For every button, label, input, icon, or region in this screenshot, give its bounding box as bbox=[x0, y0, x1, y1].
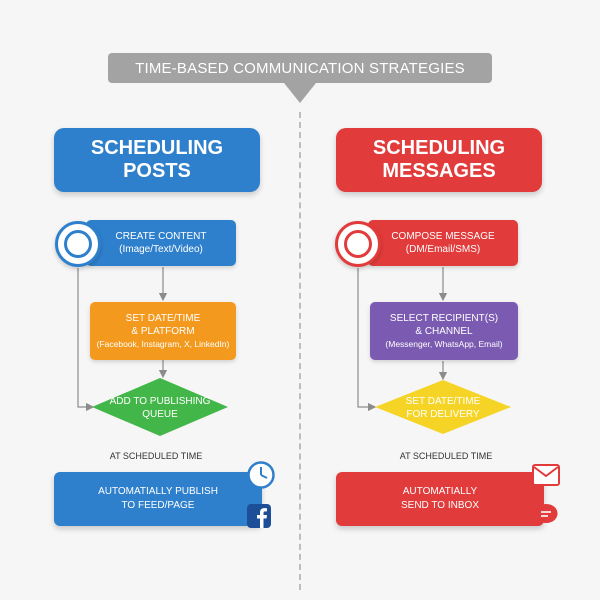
clock-icon bbox=[247, 461, 275, 489]
right-title-line-2: MESSAGES bbox=[382, 160, 496, 182]
right-step2-line-1: SELECT RECIPIENT(S) bbox=[389, 312, 499, 324]
left-column-title: SCHEDULING POSTS bbox=[54, 128, 260, 192]
facebook-icon bbox=[247, 504, 271, 528]
diagram-title: TIME-BASED COMMUNICATION STRATEGIES bbox=[135, 59, 465, 77]
right-start-ring-icon bbox=[335, 221, 381, 267]
left-final-line-2: TO FEED/PAGE bbox=[121, 500, 195, 511]
right-step1-line-2: (DM/Email/SMS) bbox=[405, 244, 481, 255]
left-title-line-1: SCHEDULING bbox=[90, 137, 224, 159]
right-title-line-1: SCHEDULING bbox=[372, 137, 506, 159]
left-final-line-1: AUTOMATIALLY PUBLISH bbox=[98, 486, 218, 497]
left-step-set-date: SET DATE/TIME & PLATFORM (Facebook, Inst… bbox=[90, 302, 236, 360]
right-step2-line-3: (Messenger, WhatsApp, Email) bbox=[385, 338, 503, 349]
right-step-compose: COMPOSE MESSAGE (DM/Email/SMS) bbox=[368, 220, 518, 266]
right-trigger-label: AT SCHEDULED TIME bbox=[399, 451, 493, 461]
right-step2-line-2: & CHANNEL bbox=[415, 325, 473, 337]
left-step2-line-1: SET DATE/TIME bbox=[125, 312, 201, 324]
left-title-line-2: POSTS bbox=[123, 160, 191, 182]
chat-bubble-icon bbox=[534, 504, 558, 526]
right-step-select-recipients: SELECT RECIPIENT(S) & CHANNEL (Messenger… bbox=[370, 302, 518, 360]
left-bypass-arrow bbox=[77, 268, 95, 412]
envelope-icon bbox=[532, 464, 560, 486]
left-start-ring-icon bbox=[55, 221, 101, 267]
right-decision-delivery: SET DATE/TIME FOR DELIVERY bbox=[379, 394, 507, 422]
left-step2-line-2: & PLATFORM bbox=[131, 325, 195, 337]
right-final-line-1: AUTOMATIALLY bbox=[402, 486, 478, 497]
right-decision-shape bbox=[375, 380, 511, 434]
left-step2-line-3: (Facebook, Instagram, X, LinkedIn) bbox=[96, 338, 230, 349]
left-step1-line-1: CREATE CONTENT bbox=[115, 231, 207, 242]
right-column-title: SCHEDULING MESSAGES bbox=[336, 128, 542, 192]
column-divider bbox=[299, 112, 301, 590]
left-decision-shape bbox=[92, 378, 228, 436]
right-decision-line-1: SET DATE/TIME bbox=[405, 396, 481, 407]
left-trigger-label: AT SCHEDULED TIME bbox=[109, 451, 203, 461]
banner-pointer bbox=[284, 83, 316, 103]
right-decision-line-2: FOR DELIVERY bbox=[406, 409, 480, 420]
left-decision-line-1: ADD TO PUBLISHING bbox=[109, 396, 211, 407]
right-bypass-arrow bbox=[357, 268, 377, 412]
left-final-publish: AUTOMATIALLY PUBLISH TO FEED/PAGE bbox=[54, 472, 262, 526]
left-step1-line-2: (Image/Text/Video) bbox=[119, 244, 203, 255]
right-final-send: AUTOMATIALLY SEND TO INBOX bbox=[336, 472, 544, 526]
left-decision-queue: ADD TO PUBLISHING QUEUE bbox=[96, 393, 224, 423]
left-step-create-content: CREATE CONTENT (Image/Text/Video) bbox=[86, 220, 236, 266]
left-decision-line-2: QUEUE bbox=[142, 409, 178, 420]
right-final-line-2: SEND TO INBOX bbox=[401, 500, 479, 511]
right-step1-line-1: COMPOSE MESSAGE bbox=[391, 231, 495, 242]
diagram-title-banner: TIME-BASED COMMUNICATION STRATEGIES bbox=[108, 53, 492, 83]
